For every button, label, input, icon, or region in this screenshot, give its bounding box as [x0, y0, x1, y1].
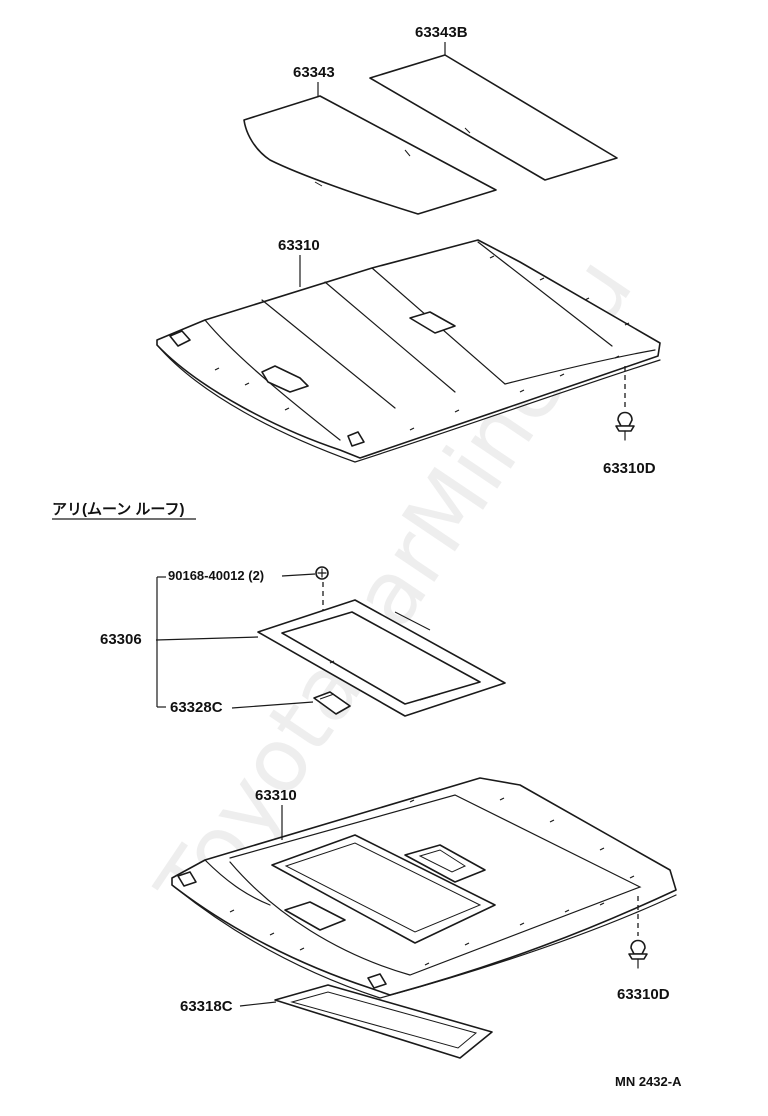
frame-63306 [257, 599, 506, 717]
label-63310d-top: 63310D [603, 460, 656, 477]
clip-63310d-top [615, 411, 635, 441]
label-63343: 63343 [293, 64, 335, 81]
label-63310-top: 63310 [278, 237, 320, 254]
clip-63310d-bottom [628, 939, 648, 969]
headliner-63310-top [156, 239, 661, 463]
label-63310d-bottom: 63310D [617, 986, 670, 1003]
label-63343b: 63343B [415, 24, 468, 41]
label-63318c: 63318C [180, 998, 233, 1015]
trim-63318c [274, 984, 493, 1059]
leader-63328c [231, 701, 314, 709]
figure-code: MN 2432-A [615, 1074, 682, 1089]
label-63310-bottom: 63310 [255, 787, 297, 804]
panel-63343 [243, 95, 497, 215]
headliner-63310-bottom [171, 777, 677, 999]
leader-63306 [155, 636, 259, 641]
section-title-moonroof: アリ(ムーン ルーフ) [52, 501, 185, 518]
label-bracket [156, 576, 166, 708]
screw-90168-40012 [315, 566, 329, 580]
label-screw: 90168-40012 (2) [168, 568, 264, 583]
pad-63328c [313, 691, 351, 715]
leader-63318c [239, 1001, 277, 1007]
panel-63343b [369, 54, 618, 181]
label-63306: 63306 [100, 631, 142, 648]
label-63328c: 63328C [170, 699, 223, 716]
leader-screw [281, 573, 316, 577]
